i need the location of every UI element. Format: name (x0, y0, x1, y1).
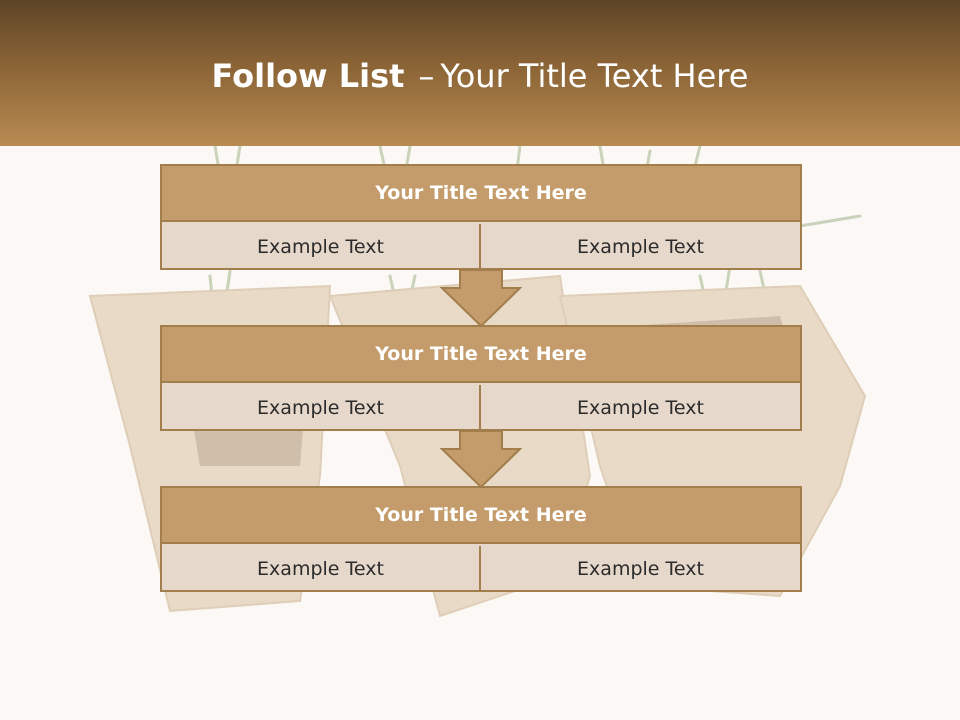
title-separator: – (418, 57, 435, 95)
down-arrow-2-icon (440, 431, 522, 489)
process-step-2: Your Title Text Here Example Text Exampl… (160, 325, 802, 431)
step-1-title: Your Title Text Here (162, 166, 800, 222)
step-3-right-text: Example Text (577, 558, 704, 580)
step-2-left-text: Example Text (162, 385, 481, 431)
process-step-1: Your Title Text Here Example Text Exampl… (160, 164, 802, 270)
slide-title: Follow List–Your Title Text Here (0, 52, 960, 100)
step-3-title: Your Title Text Here (162, 488, 800, 544)
step-2-right-text: Example Text (577, 397, 704, 419)
title-bold: Follow List (211, 57, 405, 95)
step-2-title: Your Title Text Here (162, 327, 800, 383)
header-band (0, 0, 960, 146)
down-arrow-1-icon (440, 270, 522, 328)
step-1-right-text: Example Text (577, 236, 704, 258)
title-rest: Your Title Text Here (440, 57, 749, 95)
process-step-3: Your Title Text Here Example Text Exampl… (160, 486, 802, 592)
step-1-left-text: Example Text (162, 224, 481, 270)
step-3-left-text: Example Text (162, 546, 481, 592)
